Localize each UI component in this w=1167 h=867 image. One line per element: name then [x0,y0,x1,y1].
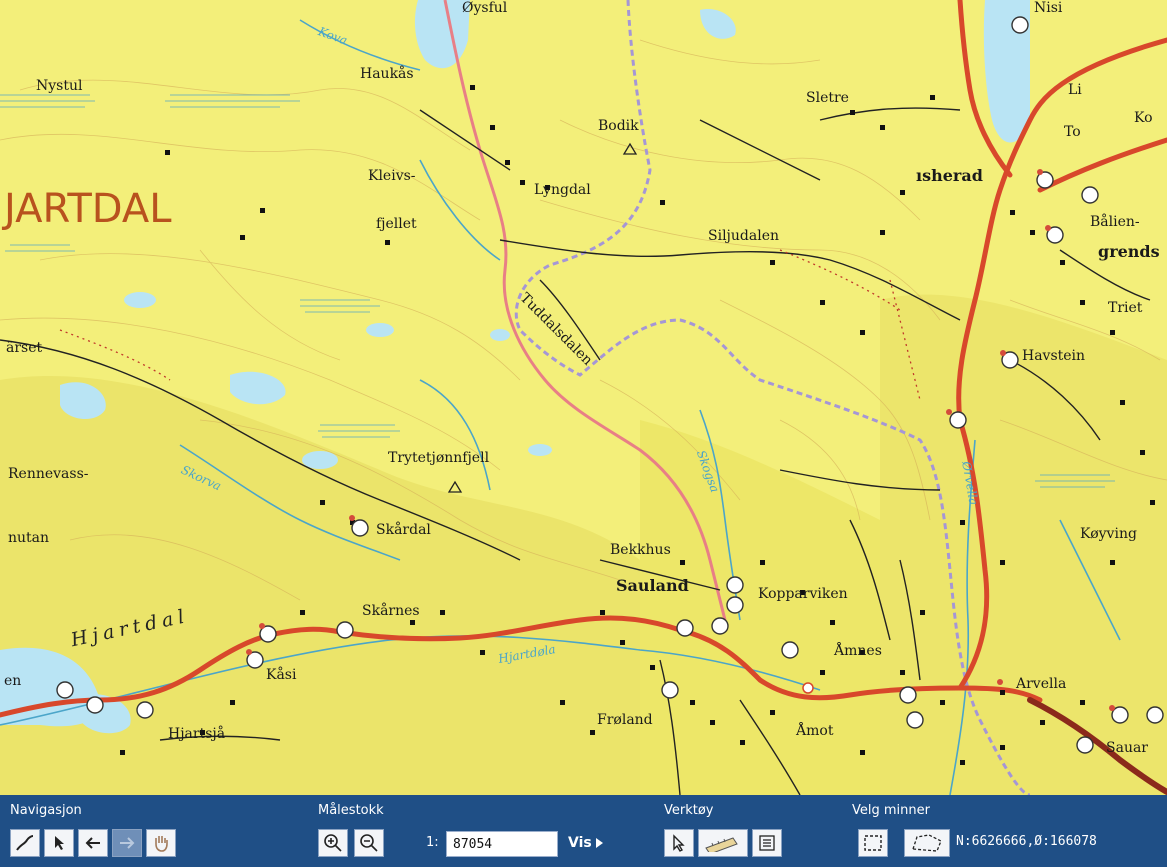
play-icon [595,838,603,848]
map-label-place: Skårdal [376,522,431,538]
map-label-place: Kopparviken [758,586,848,602]
arrow-right-icon [120,837,135,849]
coordinate-readout: N:6626666,Ø:166078 [956,834,1097,849]
map-label-place: ısherad [916,166,983,185]
map-label-place: Rennevass- [8,466,89,482]
map-label-place: Sauar [1106,740,1148,756]
pointer-info-icon [55,836,64,850]
route-icon [16,835,34,851]
ruler-icon [705,837,738,852]
list-icon [759,835,775,851]
zoom-in-button[interactable] [318,829,348,857]
memories-group-title: Velg minner [852,803,930,818]
map-label-place: Arvella [1016,676,1067,692]
hand-icon [155,836,168,852]
scale-prefix: 1: [426,835,439,850]
map-label-region: JARTDAL [4,186,172,232]
map-label-place: Ko [1134,110,1153,126]
forward-button[interactable] [112,829,142,857]
select-tool-button[interactable] [664,829,694,857]
map-label-place: Sletre [806,90,849,106]
map-label-place: grends [1098,242,1160,261]
map-view[interactable]: JARTDAL Hjartdal Øysful Nystul Haukås Bo… [0,0,1167,795]
map-label-place: Bekkhus [610,542,671,558]
map-label-place: en [4,673,22,689]
map-label-place: Lyngdal [534,182,591,198]
map-label-place: fjellet [376,216,417,232]
tools-group-title: Verktøy [664,803,714,818]
bottom-toolbar: Navigasjon Målestokk 1: Vis V [0,795,1167,867]
vis-button[interactable]: Vis [568,835,604,851]
arrow-left-icon [85,837,100,849]
rectangle-select-icon [864,835,882,851]
map-label-place: Sauland [616,576,689,595]
pan-button[interactable] [146,829,176,857]
pointer-arrow-icon [673,834,685,852]
zoom-in-icon [324,834,342,852]
map-canvas[interactable] [0,0,1167,795]
map-label-place: nutan [8,530,50,546]
map-label-place: Li [1068,82,1082,98]
map-label-place: Hjartsjå [168,726,226,742]
map-label-place: Skårnes [362,603,420,619]
map-label-place: Kleivs- [368,168,416,184]
map-label-place: Siljudalen [708,228,779,244]
zoom-out-button[interactable] [354,829,384,857]
polygon-select-icon [912,834,942,852]
map-label-place: Trytetjønnfjell [388,450,490,466]
map-label-place: Nystul [36,78,83,94]
map-label-place: Triet [1108,300,1143,316]
rectangle-select-button[interactable] [858,829,888,857]
map-label-place: Bodik [598,118,639,134]
back-button[interactable] [78,829,108,857]
scale-group-title: Målestokk [318,803,384,818]
map-label-place: Nisi [1034,0,1063,16]
map-label-place: ärset [6,340,43,356]
legend-tool-button[interactable] [752,829,782,857]
vis-button-label: Vis [568,835,592,851]
map-label-place: Køyving [1080,526,1137,542]
scale-input[interactable] [446,831,558,857]
map-label-place: Haukås [360,66,414,82]
zoom-out-icon [360,834,378,852]
measure-tool-button[interactable] [698,829,748,857]
polygon-select-button[interactable] [904,829,950,857]
map-label-place: Åmot [796,723,834,739]
map-label-place: Frøland [597,712,653,728]
draw-route-button[interactable] [10,829,40,857]
map-label-place: Bålien- [1090,214,1140,230]
map-label-place: Øysful [462,0,508,16]
navigation-group-title: Navigasjon [10,803,82,818]
info-button[interactable] [44,829,74,857]
map-label-place: Åmnes [834,643,882,659]
map-label-place: To [1064,124,1081,140]
map-label-place: Havstein [1022,348,1086,364]
map-label-place: Kåsi [266,667,297,683]
